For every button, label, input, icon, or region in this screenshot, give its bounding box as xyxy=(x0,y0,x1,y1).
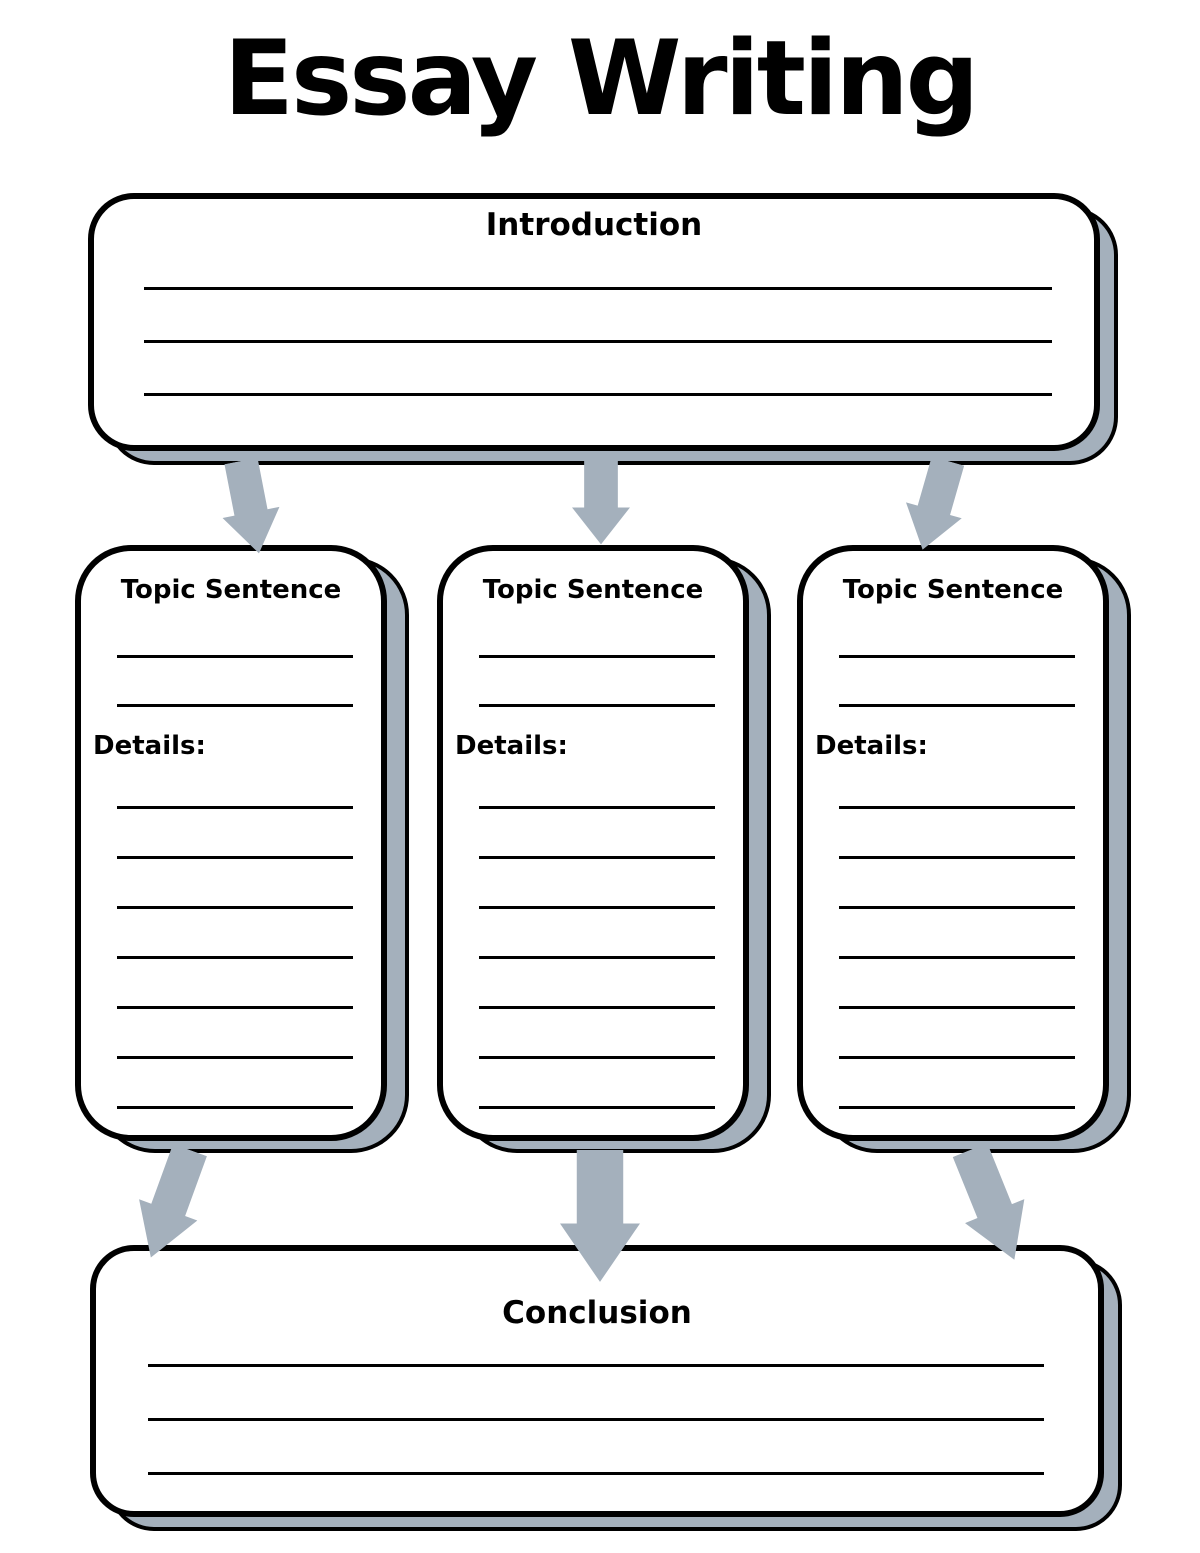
writing-line[interactable] xyxy=(144,290,1052,343)
introduction-writing-lines xyxy=(144,237,1052,396)
arrow-down-icon xyxy=(905,456,965,550)
details-writing-lines xyxy=(839,759,1075,1109)
arrow-down-icon xyxy=(952,1143,1025,1260)
page-title: Essay Writing xyxy=(223,19,980,139)
writing-line[interactable] xyxy=(839,759,1075,809)
arrow-down-icon xyxy=(222,457,280,554)
writing-line[interactable] xyxy=(839,658,1075,707)
conclusion-box: Conclusion xyxy=(90,1245,1122,1531)
writing-line[interactable] xyxy=(839,809,1075,859)
writing-line[interactable] xyxy=(479,1009,715,1059)
writing-line[interactable] xyxy=(839,1059,1075,1109)
writing-line[interactable] xyxy=(479,609,715,658)
introduction-box-front: Introduction xyxy=(88,193,1100,451)
writing-line[interactable] xyxy=(479,1059,715,1109)
writing-line[interactable] xyxy=(117,959,353,1009)
writing-line[interactable] xyxy=(144,343,1052,396)
writing-line[interactable] xyxy=(479,909,715,959)
topic-sentence-label: Topic Sentence xyxy=(120,575,342,605)
conclusion-writing-lines xyxy=(148,1313,1044,1475)
writing-line[interactable] xyxy=(117,909,353,959)
topic-sentence-box-3: Topic Sentence Details: xyxy=(797,545,1131,1153)
topic-sentence-box-3-front: Topic Sentence Details: xyxy=(797,545,1109,1141)
topic-sentence-writing-lines xyxy=(117,609,353,707)
topic-sentence-box-1-front: Topic Sentence Details: xyxy=(75,545,387,1141)
details-label: Details: xyxy=(455,731,568,761)
writing-line[interactable] xyxy=(839,1009,1075,1059)
details-label: Details: xyxy=(93,731,206,761)
writing-line[interactable] xyxy=(839,859,1075,909)
writing-line[interactable] xyxy=(117,859,353,909)
topic-sentence-box-1: Topic Sentence Details: xyxy=(75,545,409,1153)
writing-line[interactable] xyxy=(117,1059,353,1109)
topic-sentence-writing-lines xyxy=(479,609,715,707)
conclusion-label: Conclusion xyxy=(502,1295,692,1331)
writing-line[interactable] xyxy=(117,759,353,809)
introduction-box: Introduction xyxy=(88,193,1118,465)
writing-line[interactable] xyxy=(839,959,1075,1009)
writing-line[interactable] xyxy=(148,1367,1044,1421)
topic-sentence-box-2: Topic Sentence Details: xyxy=(437,545,771,1153)
writing-line[interactable] xyxy=(839,609,1075,658)
details-writing-lines xyxy=(117,759,353,1109)
writing-line[interactable] xyxy=(117,809,353,859)
writing-line[interactable] xyxy=(479,759,715,809)
details-label: Details: xyxy=(815,731,928,761)
topic-sentence-box-2-front: Topic Sentence Details: xyxy=(437,545,749,1141)
writing-line[interactable] xyxy=(479,658,715,707)
writing-line[interactable] xyxy=(479,959,715,1009)
introduction-label: Introduction xyxy=(485,207,703,243)
writing-line[interactable] xyxy=(148,1313,1044,1367)
details-writing-lines xyxy=(479,759,715,1109)
writing-line[interactable] xyxy=(117,609,353,658)
topic-sentence-label: Topic Sentence xyxy=(842,575,1064,605)
arrow-down-icon xyxy=(560,1150,640,1282)
arrow-down-icon xyxy=(572,461,630,545)
topic-sentence-writing-lines xyxy=(839,609,1075,707)
arrow-down-icon xyxy=(139,1143,207,1258)
writing-line[interactable] xyxy=(117,658,353,707)
writing-line[interactable] xyxy=(839,909,1075,959)
writing-line[interactable] xyxy=(117,1009,353,1059)
writing-line[interactable] xyxy=(148,1421,1044,1475)
topic-sentence-label: Topic Sentence xyxy=(482,575,704,605)
writing-line[interactable] xyxy=(144,237,1052,290)
writing-line[interactable] xyxy=(479,809,715,859)
writing-line[interactable] xyxy=(479,859,715,909)
